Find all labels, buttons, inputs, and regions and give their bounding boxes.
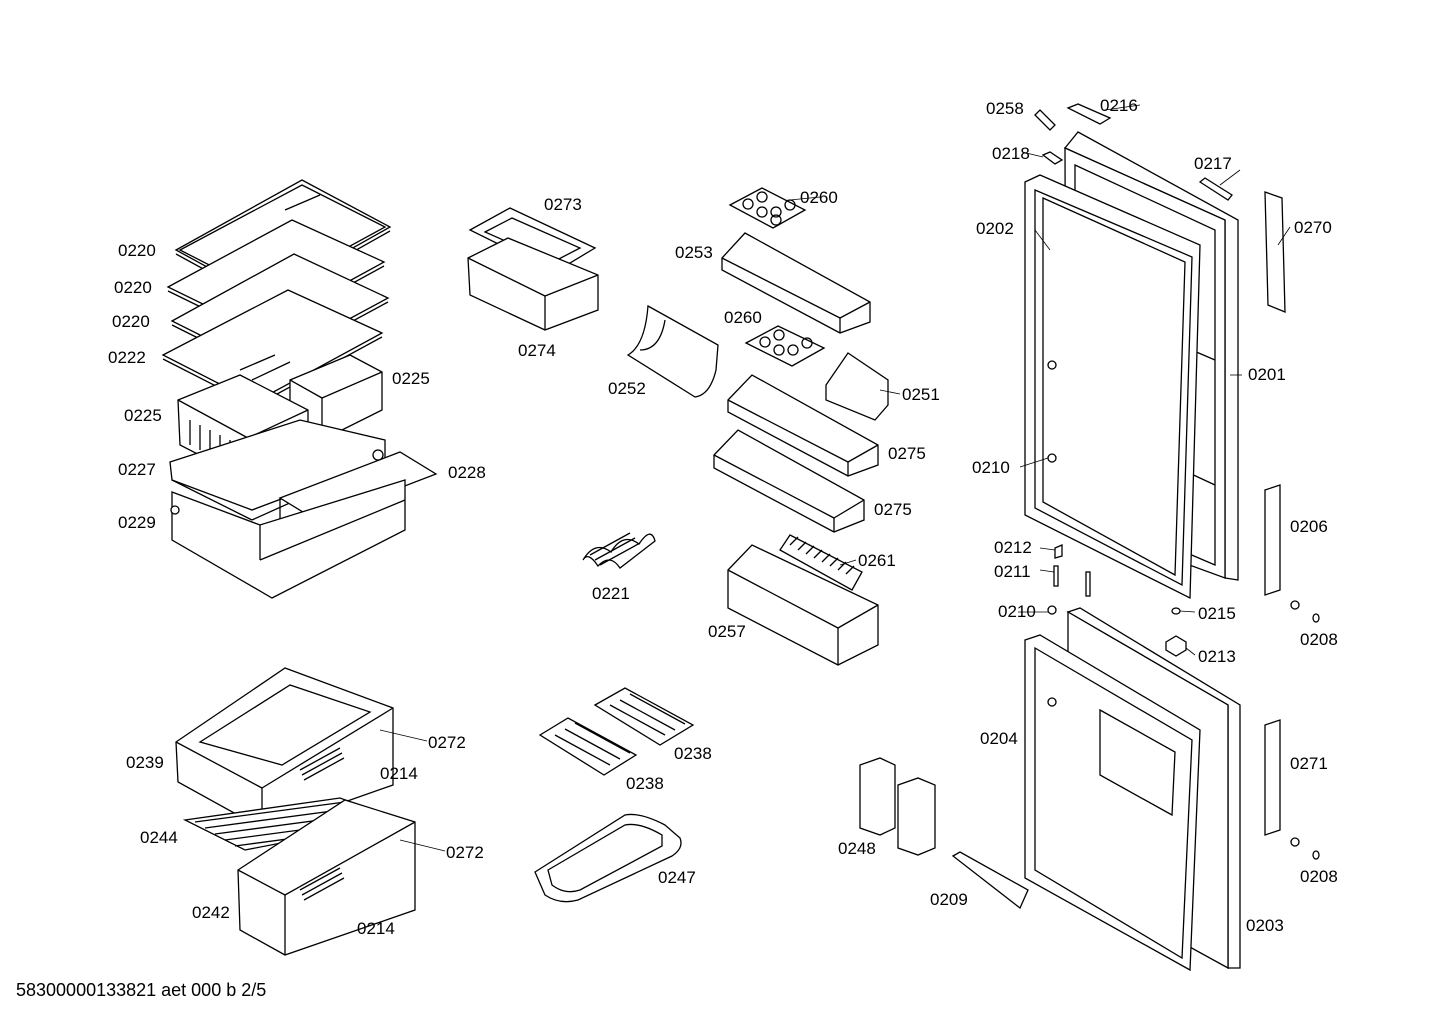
label-0273: 0273 [544, 195, 582, 214]
label-0275: 0275 [888, 444, 926, 463]
label-0202: 0202 [976, 219, 1014, 238]
crisper-frame-drawing [169, 419, 438, 599]
document-code: 58300000133821 aet 000 b 2/5 [16, 980, 267, 1000]
bottle-holder-drawing [582, 532, 656, 569]
label-0206: 0206 [1290, 517, 1328, 536]
part-labels: 0220 0220 0220 0222 0225 0225 0227 0228 … [108, 96, 1338, 938]
label-0272: 0272 [428, 733, 466, 752]
label-0247: 0247 [658, 868, 696, 887]
label-0214: 0214 [380, 764, 418, 783]
label-0211: 0211 [994, 562, 1031, 581]
label-0213: 0213 [1198, 647, 1236, 666]
label-0222: 0222 [108, 348, 146, 367]
label-0210: 0210 [998, 602, 1036, 621]
label-0220: 0220 [114, 278, 152, 297]
freezer-drawers-drawing [175, 667, 416, 956]
label-0229: 0229 [118, 513, 156, 532]
label-0204: 0204 [980, 729, 1018, 748]
label-0257: 0257 [708, 622, 746, 641]
label-0221: 0221 [592, 584, 630, 603]
label-0228: 0228 [448, 463, 486, 482]
label-0253: 0253 [675, 243, 713, 262]
label-0208: 0208 [1300, 630, 1338, 649]
label-0270: 0270 [1294, 218, 1332, 237]
leader-lines [379, 104, 1291, 852]
label-0217: 0217 [1194, 154, 1232, 173]
lower-door-drawing [1024, 607, 1241, 972]
label-0201: 0201 [1248, 365, 1286, 384]
label-0258: 0258 [986, 99, 1024, 118]
label-0227: 0227 [118, 460, 156, 479]
label-0260: 0260 [800, 188, 838, 207]
label-0239: 0239 [126, 753, 164, 772]
door-racks-drawing [713, 187, 889, 666]
label-0261: 0261 [858, 551, 896, 570]
label-0218: 0218 [992, 144, 1030, 163]
label-0272: 0272 [446, 843, 484, 862]
label-0248: 0248 [838, 839, 876, 858]
label-0225: 0225 [392, 369, 430, 388]
upper-door-drawing [1024, 131, 1286, 600]
label-0208: 0208 [1300, 867, 1338, 886]
door-hardware-drawing [859, 103, 1320, 910]
label-0210: 0210 [972, 458, 1010, 477]
label-0251: 0251 [902, 385, 940, 404]
label-0215: 0215 [1198, 604, 1236, 623]
label-0252: 0252 [608, 379, 646, 398]
label-0238: 0238 [674, 744, 712, 763]
label-0216: 0216 [1100, 96, 1138, 115]
label-0238: 0238 [626, 774, 664, 793]
label-0260: 0260 [724, 308, 762, 327]
flap-drawing [626, 304, 719, 398]
label-0214: 0214 [357, 919, 395, 938]
label-0225: 0225 [124, 406, 162, 425]
label-0242: 0242 [192, 903, 230, 922]
label-0220: 0220 [118, 241, 156, 260]
glass-shelves-drawing [161, 179, 392, 407]
label-0220: 0220 [112, 312, 150, 331]
label-0212: 0212 [994, 538, 1032, 557]
freezer-box-drawing [467, 207, 599, 331]
label-0275: 0275 [874, 500, 912, 519]
label-0271: 0271 [1290, 754, 1328, 773]
label-0244: 0244 [140, 828, 178, 847]
label-0203: 0203 [1246, 916, 1284, 935]
label-0209: 0209 [930, 890, 968, 909]
ice-trays-drawing [534, 687, 695, 903]
label-0274: 0274 [518, 341, 556, 360]
